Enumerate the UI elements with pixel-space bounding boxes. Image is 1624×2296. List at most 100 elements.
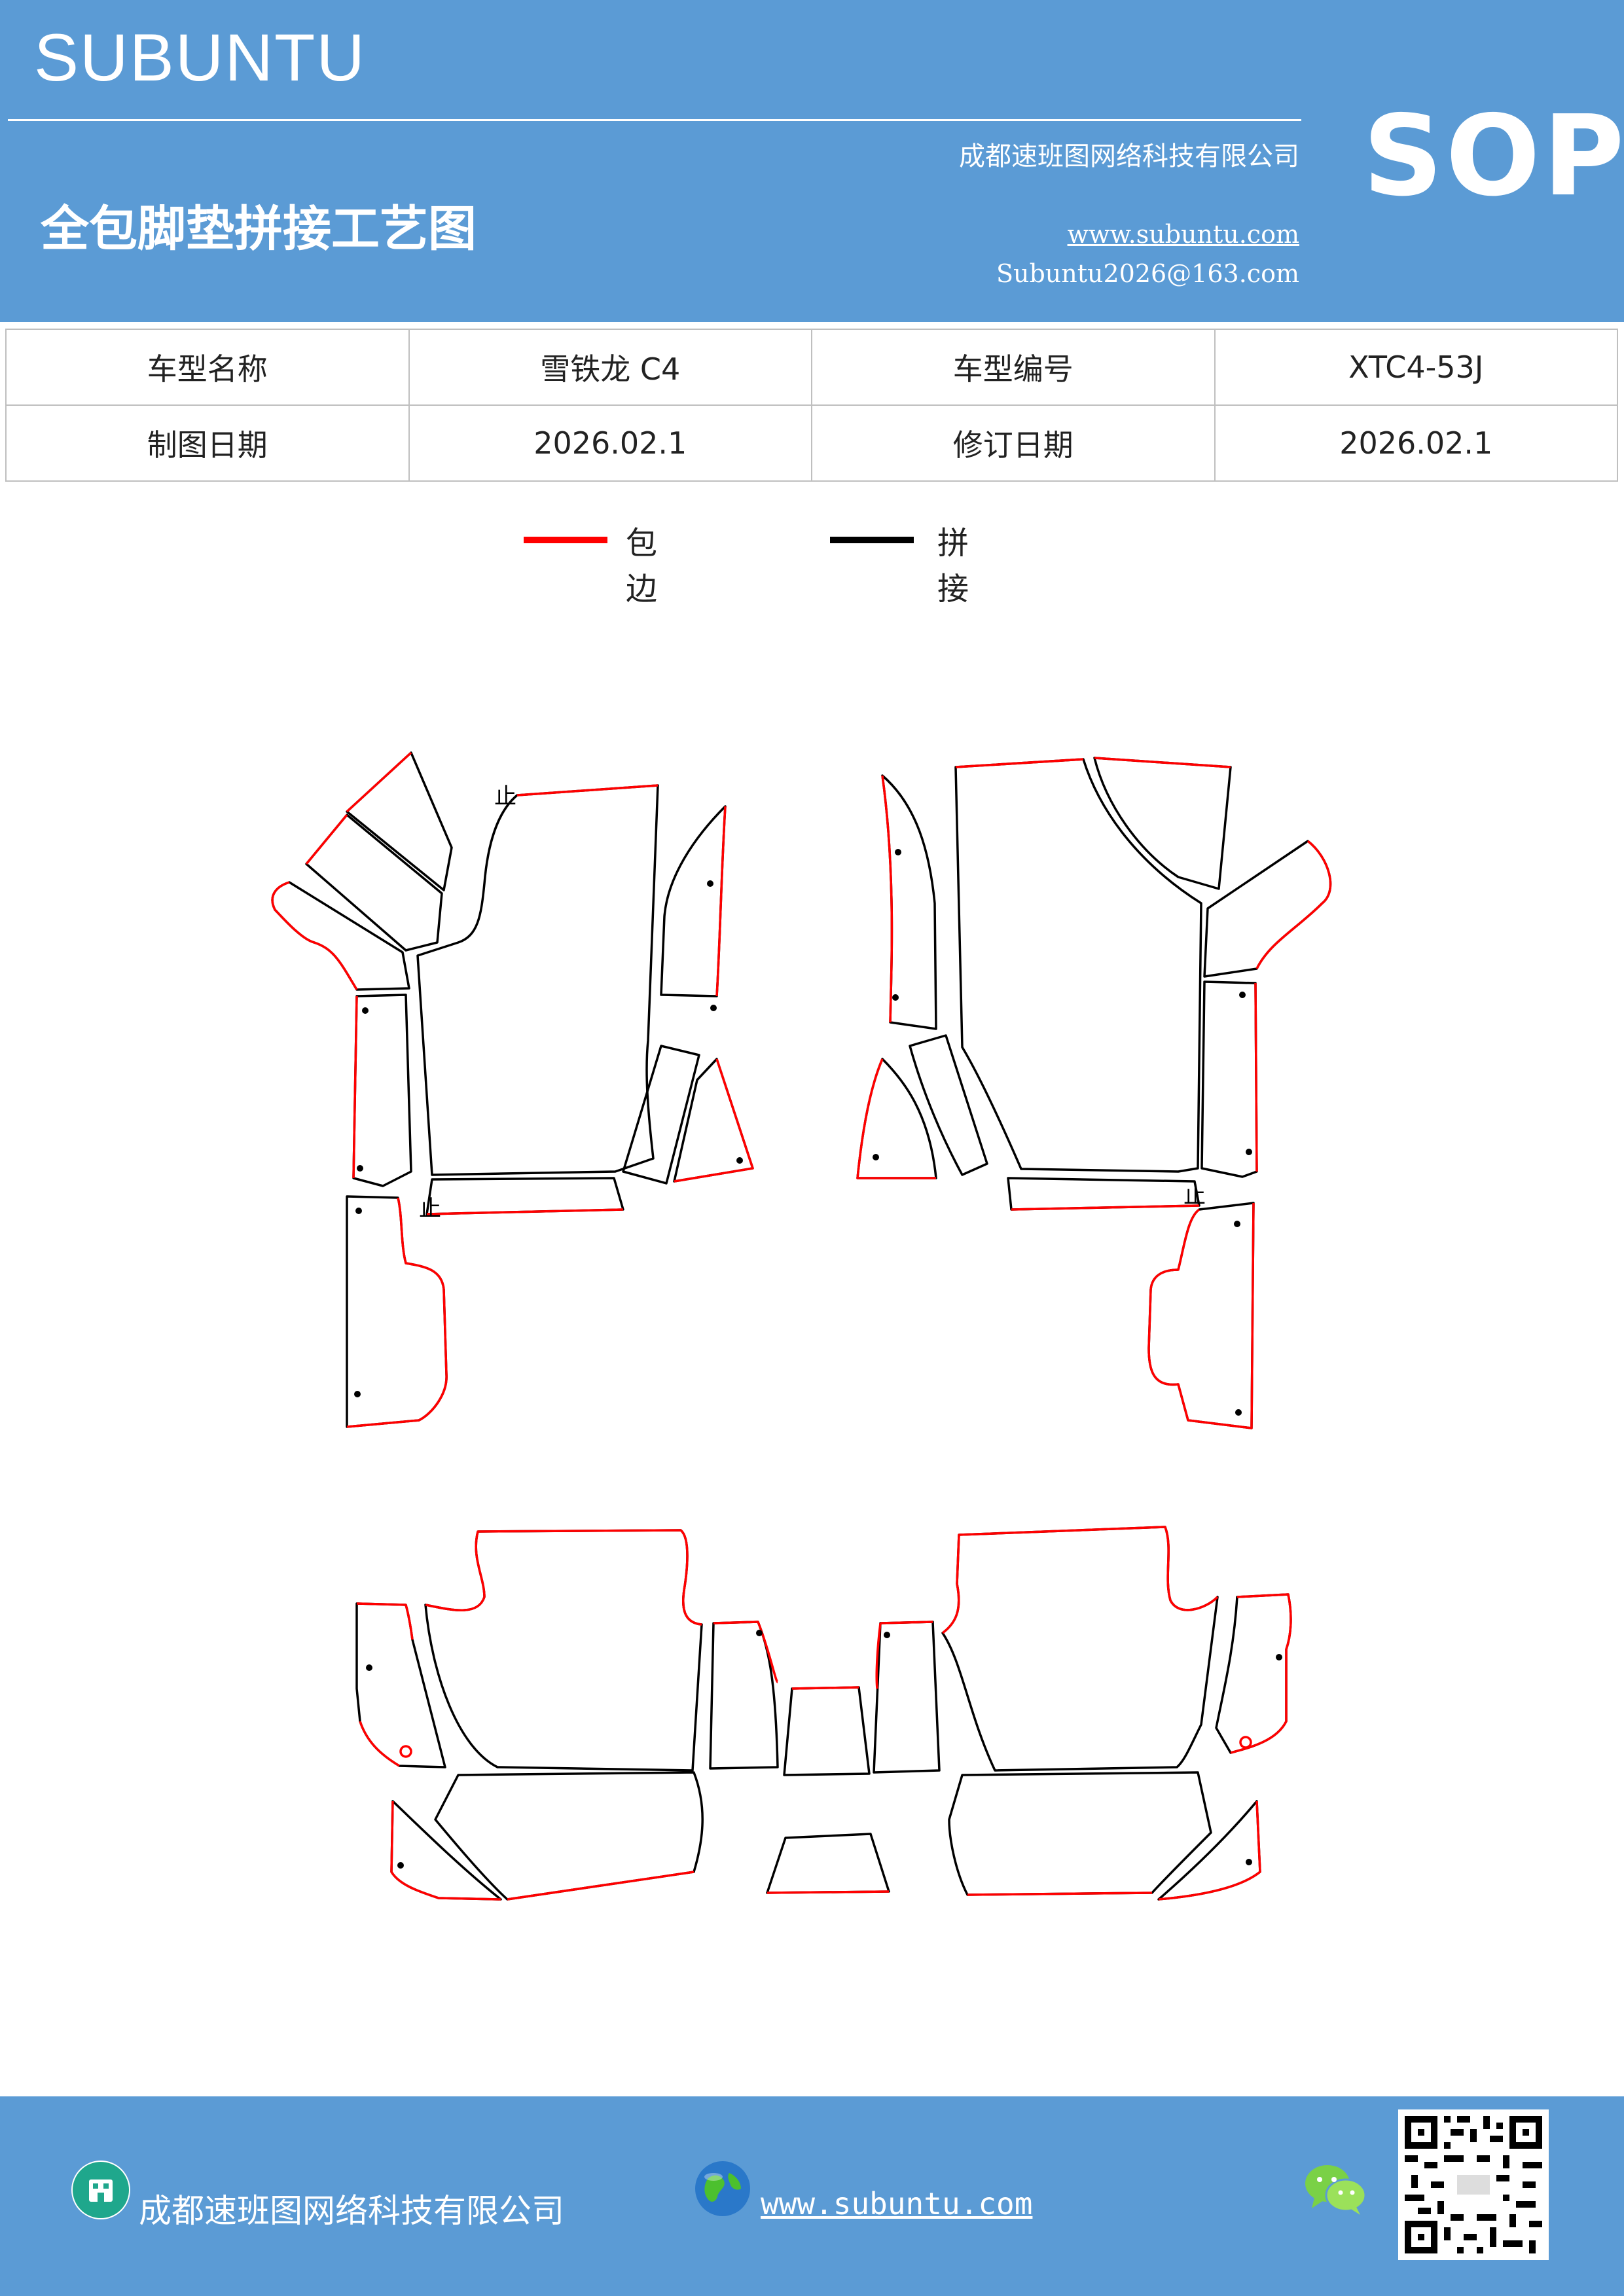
info-table: 车型名称 雪铁龙 C4 车型编号 XTC4-53J 制图日期 2026.02.1… (5, 329, 1618, 482)
mat-marker (736, 1157, 743, 1164)
mat-marker (884, 1632, 890, 1638)
mat-piece (967, 1892, 1153, 1896)
mat-piece (356, 1602, 414, 1767)
mat-marker (873, 1154, 879, 1160)
mat-piece (346, 751, 412, 813)
website-link[interactable]: www.subuntu.com (1067, 220, 1299, 249)
mat-piece (1230, 1593, 1292, 1754)
mat-piece (1254, 982, 1258, 1172)
mat-marker (895, 849, 901, 855)
mat-piece (425, 1529, 702, 1626)
mat-piece (660, 805, 727, 997)
mat-piece (416, 784, 659, 1176)
mat-marker (1239, 1736, 1252, 1749)
email-address: Subuntu2026@163.com (996, 259, 1299, 288)
mat-piece (948, 1771, 1212, 1896)
mat-marker (1239, 992, 1246, 998)
draw-date-label: 制图日期 (5, 404, 410, 482)
mat-marker (357, 1165, 363, 1172)
mat-piece (1147, 1202, 1255, 1429)
header-banner (0, 0, 1624, 322)
mat-piece (1147, 1202, 1255, 1429)
legend-join-swatch (830, 537, 914, 543)
mat-marker (1246, 1859, 1252, 1865)
footer-company-name: 成都速班图网络科技有限公司 (139, 2192, 564, 2230)
rear-mat-group (355, 1526, 1292, 1901)
mat-marker (354, 1391, 361, 1397)
legend-edge-swatch (524, 537, 607, 543)
mat-piece (507, 1871, 695, 1901)
mat-marker (1235, 1409, 1242, 1416)
mat-piece (941, 1526, 1219, 1772)
front-right-mat-group (856, 757, 1332, 1429)
wechat-icon[interactable] (1303, 2161, 1368, 2216)
table-row: 制图日期 2026.02.1 修订日期 2026.02.1 (5, 404, 1618, 482)
mat-piece (346, 1195, 448, 1428)
mat-piece (346, 751, 453, 891)
mat-piece (709, 1621, 779, 1770)
mat-piece (516, 784, 659, 797)
mat-piece (1007, 1177, 1200, 1211)
globe-icon (695, 2161, 750, 2216)
mat-piece (305, 814, 443, 952)
mat-piece (791, 1686, 859, 1690)
mat-piece (1255, 840, 1332, 969)
model-code-label: 车型编号 (811, 329, 1216, 406)
mat-piece (713, 1621, 779, 1683)
header-divider (8, 119, 1301, 121)
table-row: 车型名称 雪铁龙 C4 车型编号 XTC4-53J (5, 329, 1618, 406)
stop-mark: 止 (494, 783, 516, 810)
legend-edge-label: 包边 (626, 525, 658, 607)
mat-piece (390, 1800, 502, 1901)
document-title: 全包脚垫拼接工艺图 (41, 201, 477, 257)
mat-piece (1158, 1801, 1261, 1901)
mat-piece (1200, 980, 1258, 1178)
mat-piece (426, 1208, 624, 1215)
legend-join-label: 拼接 (937, 525, 969, 607)
company-name: 成都速班图网络科技有限公司 (959, 141, 1299, 171)
mat-piece (1093, 757, 1232, 890)
footer-website-link[interactable]: www.subuntu.com (761, 2186, 1033, 2221)
stop-mark: 止 (419, 1196, 441, 1222)
mat-piece (425, 1177, 624, 1215)
mat-piece (305, 814, 348, 865)
mat-piece (271, 881, 358, 990)
draw-date-value: 2026.02.1 (408, 404, 812, 482)
mat-piece (941, 1526, 1219, 1634)
mat-piece (1094, 757, 1231, 768)
mat-marker (366, 1664, 372, 1671)
mat-piece (424, 1529, 703, 1772)
mat-piece (674, 1058, 754, 1183)
model-code-value: XTC4-53J (1214, 329, 1618, 406)
model-name-label: 车型名称 (5, 329, 410, 406)
front-left-mat-group (271, 751, 754, 1428)
mat-marker (710, 1005, 717, 1011)
qr-code-icon[interactable] (1398, 2109, 1549, 2261)
mat-piece (390, 1801, 501, 1901)
brand-name: SUBUNTU (34, 20, 367, 95)
mat-marker (707, 880, 713, 887)
mat-piece (352, 996, 358, 1179)
mat-piece (954, 758, 1202, 1173)
mat-piece (881, 775, 893, 1023)
mat-piece (955, 758, 1084, 768)
mat-marker (756, 1630, 763, 1636)
mat-piece (434, 1771, 704, 1901)
mat-marker (362, 1007, 369, 1014)
mat-piece (875, 1621, 933, 1689)
mat-piece (346, 1197, 448, 1428)
revise-date-label: 修订日期 (811, 404, 1216, 482)
mat-piece (715, 806, 727, 997)
mat-piece (856, 1058, 937, 1179)
mat-marker (397, 1862, 404, 1869)
revise-date-value: 2026.02.1 (1214, 404, 1618, 482)
mat-piece (909, 1034, 988, 1176)
mat-piece (1203, 840, 1332, 978)
mat-marker (1234, 1221, 1240, 1227)
mat-piece (1157, 1800, 1261, 1901)
mat-piece (352, 994, 412, 1187)
mat-marker (1246, 1149, 1252, 1155)
sop-badge: SOP (1363, 92, 1624, 221)
mat-piece (783, 1686, 871, 1776)
